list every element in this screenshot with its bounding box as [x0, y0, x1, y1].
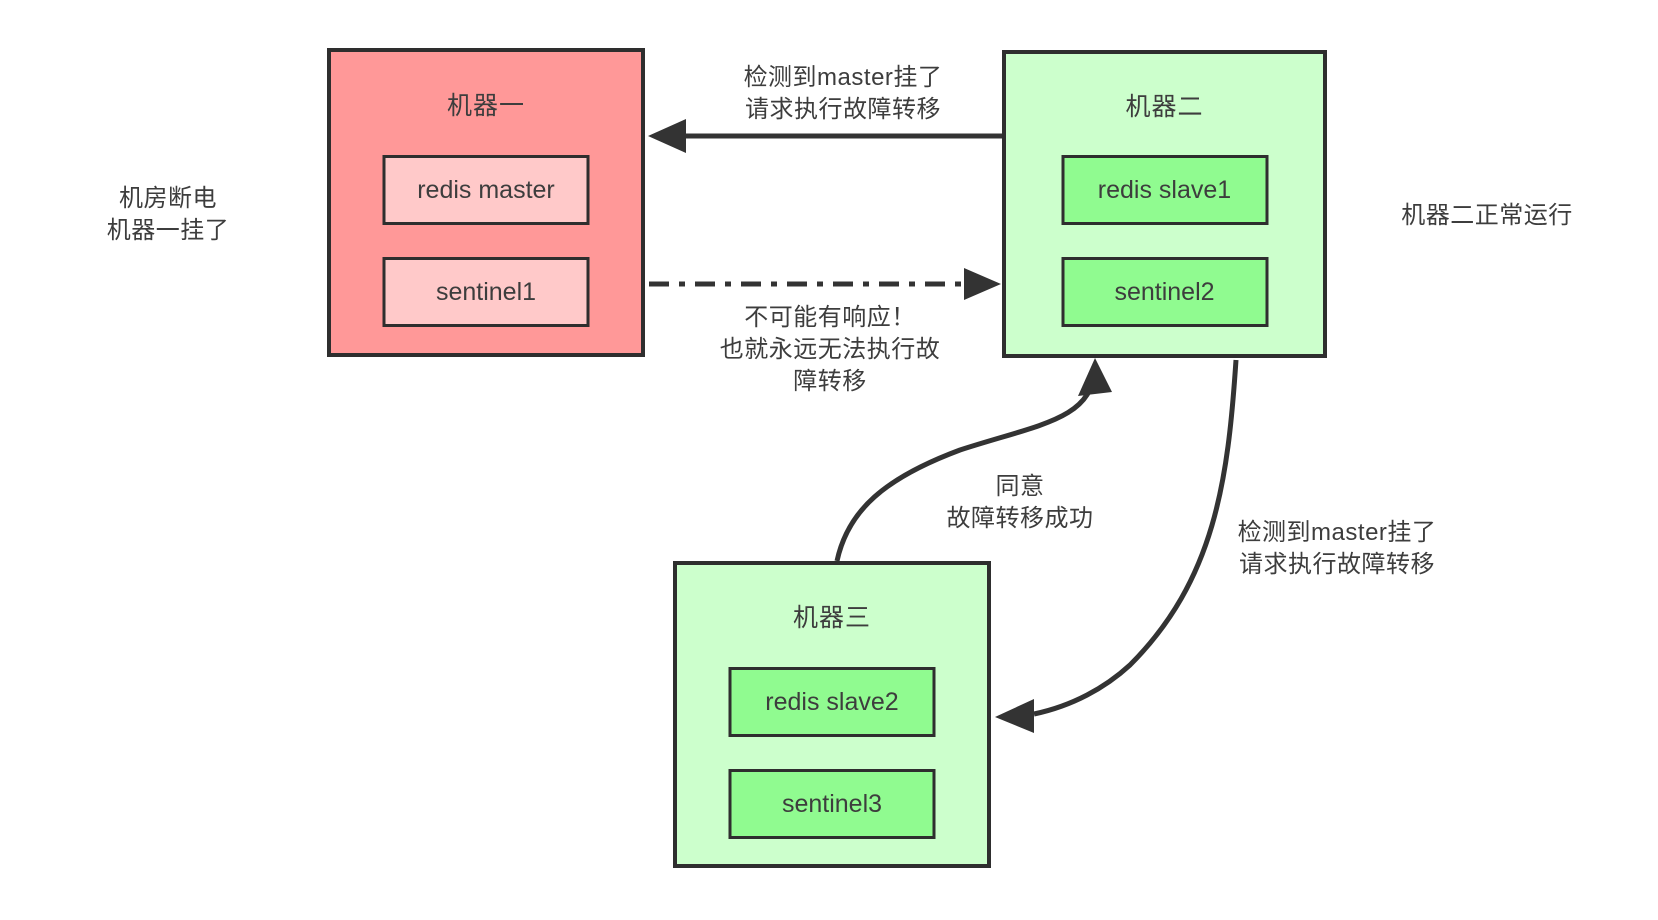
redis-slave2-label: redis slave2	[765, 687, 899, 716]
sentinel3-box: sentinel3	[728, 769, 936, 839]
redis-slave2-box: redis slave2	[728, 667, 936, 737]
sentinel2-label: sentinel2	[1114, 277, 1215, 306]
arrowhead-up-icon	[1078, 358, 1112, 396]
machine-1-box: 机器一 redis master sentinel1	[327, 48, 645, 357]
note-line: 障转移	[793, 368, 867, 395]
sentinel1-box: sentinel1	[382, 257, 590, 327]
note-line: 机器二正常运行	[1401, 202, 1573, 229]
arrowhead-right-icon	[964, 268, 1001, 300]
arrow-agree-curve	[834, 358, 1112, 562]
note-agree: 同意 故障转移成功	[850, 471, 1190, 535]
machine-3-title: 机器三	[792, 604, 871, 632]
note-line: 同意	[995, 473, 1045, 500]
sentinel3-label: sentinel3	[781, 789, 883, 818]
note-line: 检测到master挂了	[1237, 519, 1437, 546]
machine-2-title: 机器二	[1125, 93, 1204, 121]
note-right-arrow: 检测到master挂了 请求执行故障转移	[1167, 517, 1507, 581]
machine-2-box: 机器二 redis slave1 sentinel2	[1002, 50, 1327, 358]
note-line: 请求执行故障转移	[745, 96, 941, 123]
redis-master-box: redis master	[382, 155, 590, 225]
arrow-failover-request-top	[648, 119, 1002, 153]
sentinel2-box: sentinel2	[1061, 257, 1268, 327]
note-top-arrow: 检测到master挂了 请求执行故障转移	[673, 62, 1013, 126]
redis-slave1-label: redis slave1	[1097, 175, 1232, 204]
note-line: 机器一挂了	[106, 217, 230, 244]
redis-master-label: redis master	[417, 175, 555, 204]
machine-3-box: 机器三 redis slave2 sentinel3	[673, 561, 991, 868]
machine-1-title: 机器一	[446, 92, 525, 120]
note-machine1-down: 机房断电 机器一挂了	[48, 183, 288, 247]
note-line: 也就永远无法执行故	[719, 336, 941, 363]
note-line: 不可能有响应！	[744, 304, 916, 331]
note-line: 机房断电	[119, 185, 217, 212]
note-line: 请求执行故障转移	[1239, 551, 1435, 578]
note-no-response: 不可能有响应！ 也就永远无法执行故 障转移	[660, 302, 1000, 398]
redis-slave1-box: redis slave1	[1061, 155, 1268, 225]
arrow-no-response-dashed	[649, 268, 1001, 300]
note-machine2-running: 机器二正常运行	[1347, 200, 1627, 232]
arrow-failover-request-curve	[995, 359, 1239, 733]
note-line: 检测到master挂了	[743, 64, 943, 91]
sentinel1-label: sentinel1	[435, 277, 537, 306]
arrowhead-left-icon	[648, 119, 686, 153]
arrowhead-left-curve-icon	[995, 699, 1034, 733]
note-line: 故障转移成功	[946, 505, 1094, 532]
